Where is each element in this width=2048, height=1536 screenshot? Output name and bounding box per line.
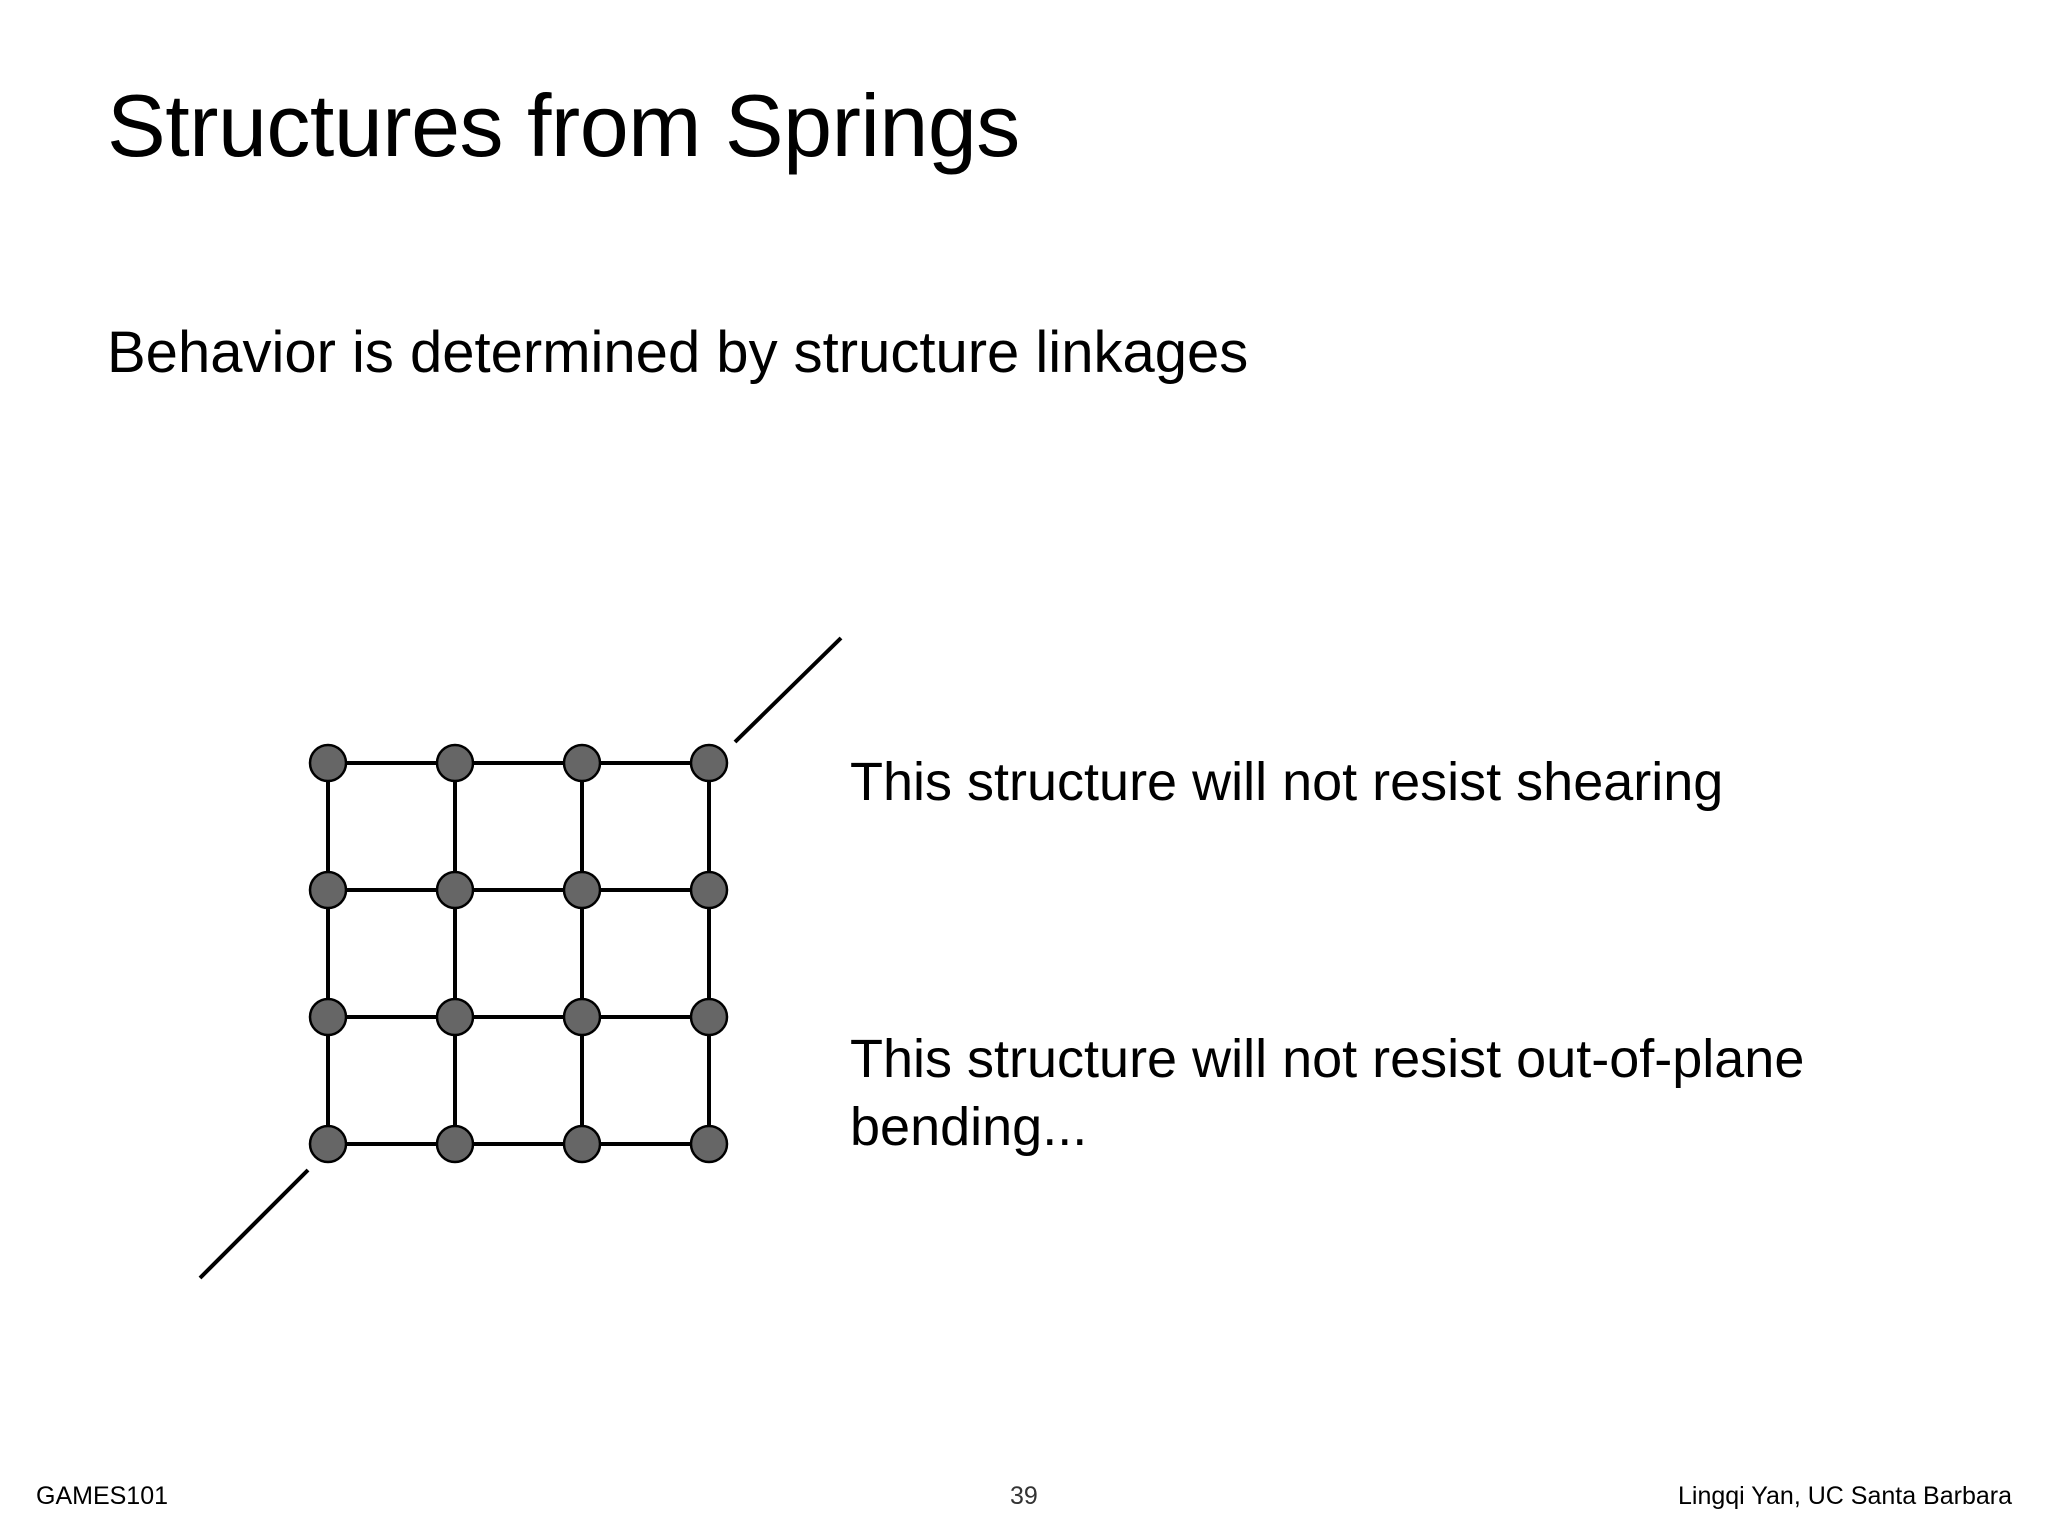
footer-course: GAMES101 bbox=[36, 1482, 169, 1510]
note-bending-line1: This structure will not resist out-of-pl… bbox=[850, 1029, 1805, 1089]
mass-node bbox=[689, 1124, 729, 1164]
mass-node bbox=[308, 997, 348, 1037]
footer-author: Lingqi Yan, UC Santa Barbara bbox=[1677, 1482, 2012, 1510]
mass-node bbox=[562, 1124, 602, 1164]
note-bending: This structure will not resist out-of-pl… bbox=[850, 1025, 1804, 1161]
mass-node bbox=[562, 870, 602, 910]
out-of-plane-line-top bbox=[733, 636, 843, 744]
mass-node bbox=[435, 1124, 475, 1164]
note-bending-line2: bending... bbox=[850, 1097, 1088, 1157]
mass-node bbox=[308, 870, 348, 910]
page-number: 39 bbox=[1010, 1482, 1038, 1510]
mass-node bbox=[435, 997, 475, 1037]
mass-node bbox=[689, 997, 729, 1037]
mass-node bbox=[689, 870, 729, 910]
slide-title: Structures from Springs bbox=[107, 76, 1020, 175]
mass-node bbox=[562, 997, 602, 1037]
mass-node bbox=[308, 743, 348, 783]
mass-node bbox=[562, 743, 602, 783]
mass-node bbox=[435, 743, 475, 783]
out-of-plane-line-bottom bbox=[198, 1168, 310, 1280]
mass-nodes bbox=[308, 743, 729, 1164]
mass-node bbox=[689, 743, 729, 783]
slide-subtitle: Behavior is determined by structure link… bbox=[107, 320, 1249, 385]
spring-lines bbox=[326, 761, 711, 1146]
mass-node bbox=[308, 1124, 348, 1164]
mass-node bbox=[435, 870, 475, 910]
note-shearing: This structure will not resist shearing bbox=[850, 752, 1724, 812]
